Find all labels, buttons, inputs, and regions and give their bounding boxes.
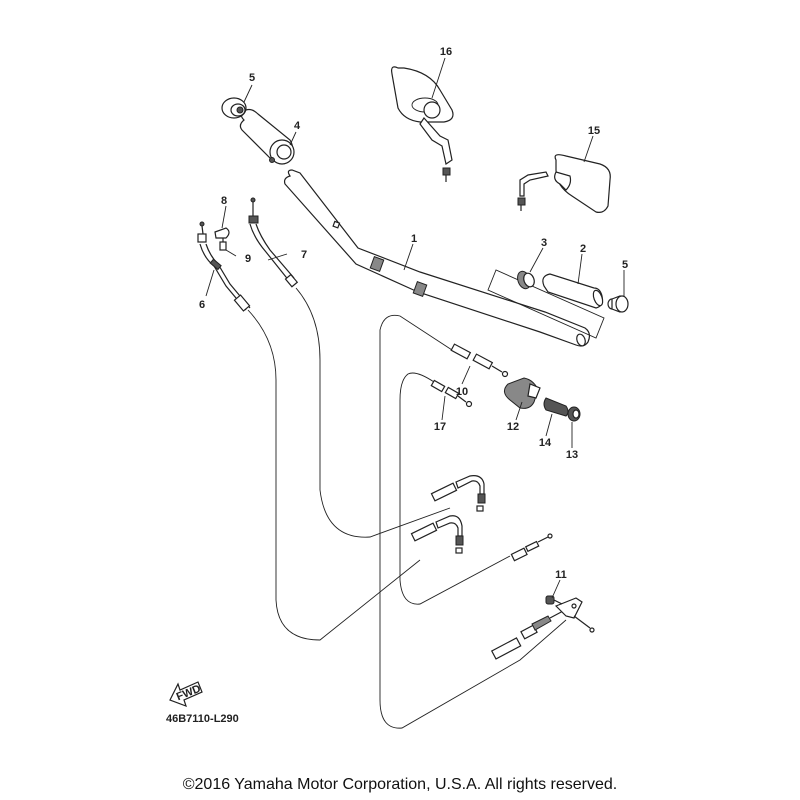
- fwd-arrow-icon: FWD: [169, 681, 203, 708]
- callout-2[interactable]: 2: [580, 243, 586, 255]
- cable-10[interactable]: [379, 314, 567, 729]
- washer[interactable]: [567, 406, 581, 422]
- callout-6[interactable]: 6: [199, 299, 205, 311]
- copyright-notice: ©2016 Yamaha Motor Corporation, U.S.A. A…: [182, 776, 618, 793]
- callout-4[interactable]: 4: [294, 120, 301, 132]
- callout-14[interactable]: 14: [539, 437, 552, 449]
- cable-bracket[interactable]: [490, 597, 595, 660]
- clip[interactable]: [214, 227, 230, 239]
- grip[interactable]: [542, 273, 605, 309]
- boot[interactable]: [504, 377, 541, 409]
- throttle-cable[interactable]: [248, 197, 451, 538]
- grip-end-right[interactable]: [607, 295, 629, 313]
- screw[interactable]: [219, 238, 227, 251]
- callout-3[interactable]: 3: [541, 237, 547, 249]
- handlebar[interactable]: [283, 169, 591, 347]
- callout-12[interactable]: 12: [507, 421, 519, 433]
- grip-end-collar[interactable]: [515, 269, 536, 290]
- bolt[interactable]: [545, 595, 563, 605]
- callout-8[interactable]: 8: [221, 195, 227, 207]
- callout-1[interactable]: 1: [411, 233, 417, 245]
- cable-end-lower: [410, 515, 464, 554]
- callout-11[interactable]: 11: [555, 569, 567, 581]
- callout-5-left[interactable]: 5: [249, 72, 255, 84]
- cable-17[interactable]: [399, 372, 511, 605]
- right-mirror[interactable]: [517, 154, 611, 213]
- clutch-cable[interactable]: [197, 221, 421, 641]
- leader-lines: [205, 57, 625, 599]
- grip-end-left[interactable]: [221, 97, 247, 119]
- callout-9[interactable]: 9: [245, 253, 251, 265]
- callout-16[interactable]: 16: [440, 46, 452, 58]
- callout-labels: 5 4 16 15 1 3 2 5 8 9 7 6 10 17 12 14 13…: [199, 46, 628, 581]
- drawing-code: 46B7110-L290: [166, 713, 239, 725]
- callout-13[interactable]: 13: [566, 449, 578, 461]
- cable-end-right: [510, 533, 553, 562]
- left-mirror[interactable]: [391, 66, 454, 182]
- adjuster[interactable]: [543, 397, 569, 417]
- cable-end-upper: [430, 475, 486, 512]
- callout-10[interactable]: 10: [456, 386, 468, 398]
- callout-7[interactable]: 7: [301, 249, 307, 261]
- grip-outline: [487, 269, 605, 339]
- throttle-grip[interactable]: [239, 108, 295, 165]
- callout-5-right[interactable]: 5: [622, 259, 628, 271]
- callout-15[interactable]: 15: [588, 125, 600, 137]
- callout-17[interactable]: 17: [434, 421, 446, 433]
